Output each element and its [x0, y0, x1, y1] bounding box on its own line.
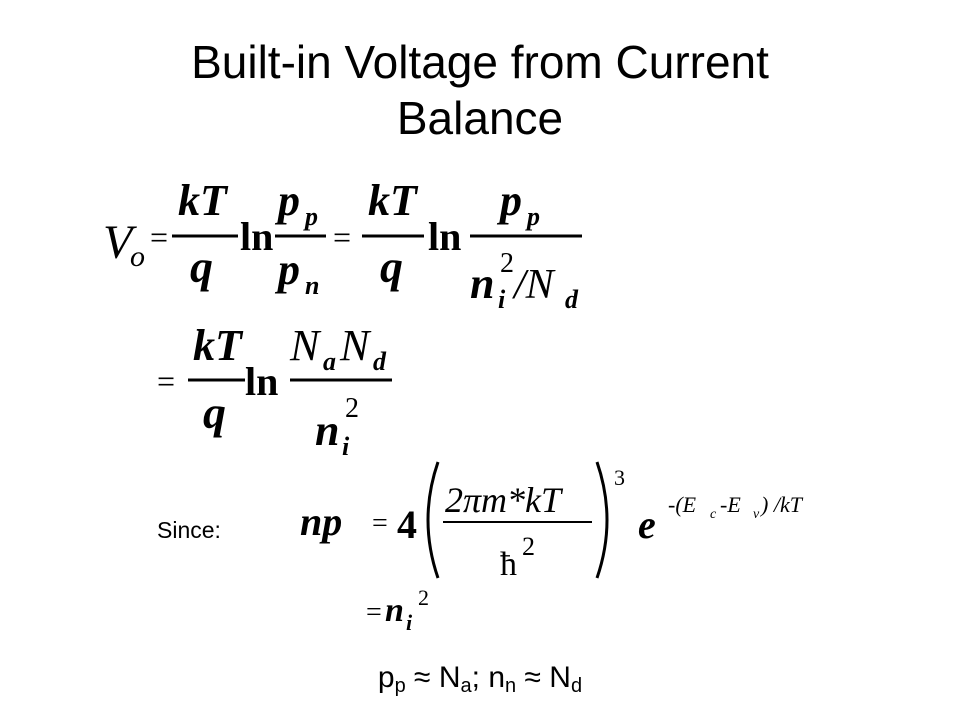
eq1-ln-1: ln [240, 214, 273, 259]
eq3-equals: = [372, 508, 388, 539]
footer-a-sub: a [460, 675, 472, 697]
eq1-pp-num-2: p [496, 176, 522, 225]
eq2-ln: ln [245, 359, 278, 404]
eq3-hbar: ħ [500, 546, 517, 583]
footer-approximation: pp ≈ Na; nn ≈ Nd [0, 660, 960, 704]
eq1-ln-2: ln [428, 214, 461, 259]
footer-p: p [377, 661, 395, 694]
eq2-Na: N [289, 321, 322, 370]
eq2-ni: n [315, 406, 339, 455]
eq4-ni-sub: i [406, 610, 413, 635]
eq3-numerator: 2πm*kT [445, 480, 564, 520]
eq1-pp-num-2-sub: p [525, 202, 540, 231]
slide-title: Built-in Voltage from Current Balance [0, 34, 960, 146]
equation-doping-form: = kT q ln N a N d n i 2 [157, 321, 392, 461]
eq1-equals-2: = [333, 219, 351, 255]
eq2-equals: = [157, 363, 175, 399]
title-line-1: Built-in Voltage from Current [191, 36, 769, 88]
eq3-exponent: -(E c -E v ) /kT [668, 492, 804, 522]
eq3-exp-part1: -(E [668, 492, 697, 517]
equation-np-product: np = 4 2πm*kT ħ 2 3 e -(E c -E v ) /kT [300, 461, 804, 583]
eq1-pn-den-sub: n [305, 271, 319, 300]
eq4-ni-sup: 2 [418, 585, 429, 610]
eq3-e: e [638, 502, 656, 547]
eq1-kT-1: kT [178, 176, 229, 225]
eq3-np: np [300, 499, 342, 544]
eq2-Nd: N [339, 321, 372, 370]
eq1-kT-2: kT [368, 176, 419, 225]
title-line-2: Balance [396, 92, 564, 144]
eq1-V-sub: o [130, 240, 145, 273]
eq1-V: V [103, 216, 137, 269]
eq3-hbar-sup: 2 [522, 532, 535, 561]
footer-approx-1: ≈ N [405, 661, 461, 694]
eq2-kT: kT [193, 321, 244, 370]
eq3-exp-part3: ) /kT [759, 492, 804, 517]
eq1-pn-den: p [274, 245, 300, 294]
eq1-equals-1: = [150, 219, 168, 255]
eq3-four: 4 [397, 502, 417, 547]
eq3-power: 3 [614, 465, 625, 490]
eq2-q: q [203, 387, 226, 438]
footer-p-sub: p [394, 675, 406, 697]
eq1-ni-den-sup: 2 [500, 248, 514, 279]
eq3-left-paren [426, 461, 440, 579]
eq1-q-2: q [380, 241, 403, 292]
eq1-pp-num: p [274, 176, 300, 225]
eq4-equals: = [366, 597, 382, 628]
footer-mid: ; n [471, 661, 506, 694]
eq4-ni: n [385, 592, 404, 629]
equation-ni-squared: = n i 2 [366, 585, 429, 635]
eq2-Na-sub: a [323, 347, 336, 376]
eq3-right-paren [595, 461, 609, 579]
equation-built-in-voltage: V o = kT q ln p p p n = kT q ln p p n i … [103, 176, 582, 314]
footer-n-sub: n [505, 675, 517, 697]
eq1-ni-den: n [470, 259, 494, 308]
eq3-exp-v: v [753, 507, 760, 522]
eq1-Nd-sub: d [565, 285, 579, 314]
eq1-over-Nd: /N [512, 262, 556, 308]
eq3-exp-part2: -E [720, 492, 741, 517]
footer-d-sub: d [570, 675, 583, 697]
eq2-Nd-sub: d [373, 347, 387, 376]
eq1-q-1: q [190, 241, 213, 292]
eq3-exp-c: c [710, 507, 717, 522]
eq1-pp-num-sub: p [303, 202, 318, 231]
eq2-ni-sub: i [342, 432, 350, 461]
footer-approx-2: ≈ N [516, 661, 571, 694]
since-label: Since: [157, 517, 221, 543]
eq2-ni-sup: 2 [345, 393, 359, 424]
eq1-ni-den-sub: i [498, 285, 506, 314]
